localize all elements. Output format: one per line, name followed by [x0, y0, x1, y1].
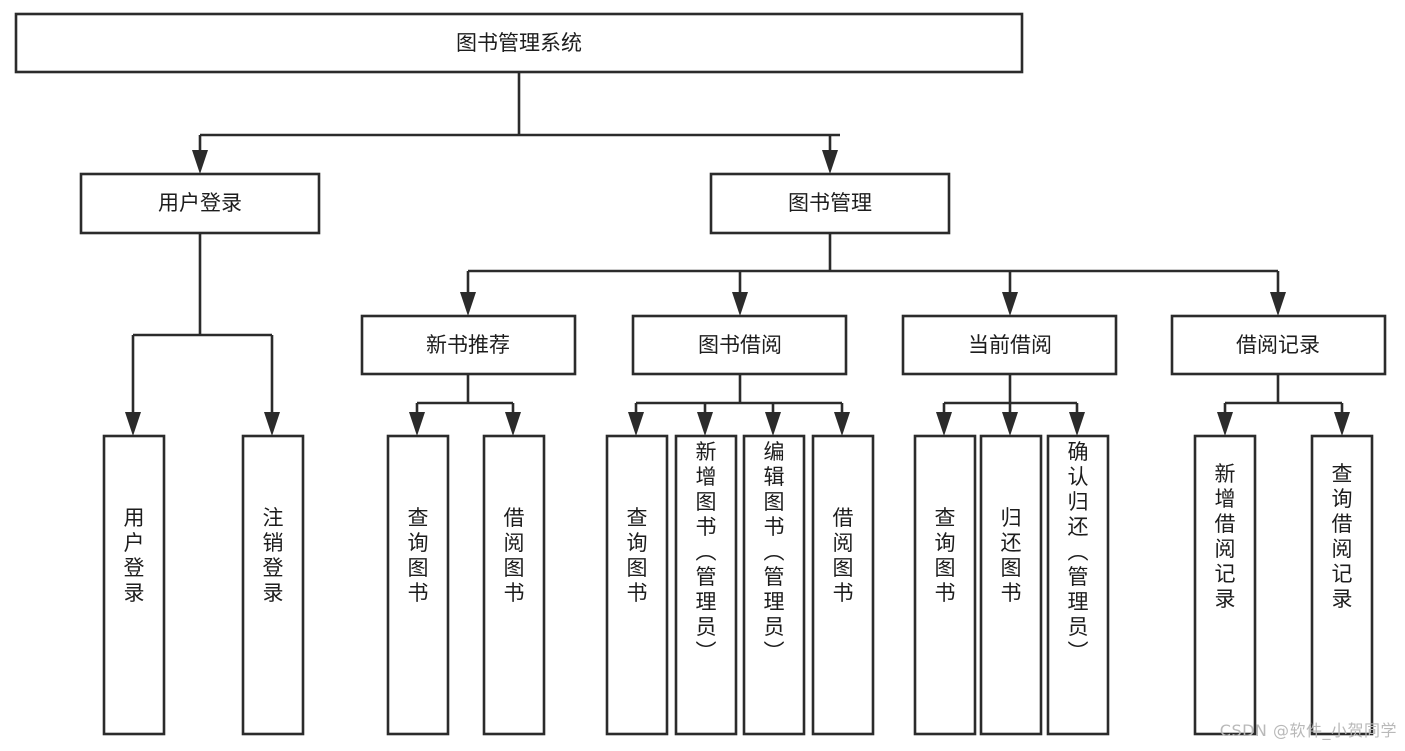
connector-user-login-to-leaves: [125, 233, 280, 436]
leaf-new-book-recommend-1-label: 借阅图书: [504, 506, 525, 605]
node-current-borrow-label: 当前借阅: [968, 333, 1052, 357]
leaf-user-login-1-label: 注销登录: [263, 506, 284, 605]
leaf-book-borrow-2-label: 编辑图书︵管理员︶: [764, 440, 785, 664]
node-current-borrow[interactable]: 当前借阅: [901, 314, 1118, 376]
leaf-book-borrow-1[interactable]: 新增图书︵管理员︶: [674, 434, 738, 736]
leaf-new-book-recommend-0[interactable]: 查询图书: [386, 434, 450, 736]
leaf-new-book-recommend-1[interactable]: 借阅图书: [482, 434, 546, 736]
leaf-current-borrow-1-label: 归还图书: [1001, 506, 1022, 605]
leaf-user-login-1[interactable]: 注销登录: [241, 434, 305, 736]
leaf-book-borrow-0-label: 查询图书: [627, 506, 648, 605]
connector-current-borrow-to-leaves: [936, 374, 1085, 436]
node-book-management-label: 图书管理: [788, 191, 872, 215]
connector-book-manage-to-level3: [460, 233, 1286, 316]
leaf-borrow-record-1-label: 查询借阅记录: [1332, 462, 1353, 611]
node-book-management[interactable]: 图书管理: [709, 172, 951, 235]
connector-new-book-to-leaves: [409, 374, 521, 436]
node-new-book-recommend-label: 新书推荐: [426, 333, 510, 357]
leaf-current-borrow-2-label: 确认归还︵管理员︶: [1068, 440, 1089, 664]
node-root-label: 图书管理系统: [456, 31, 582, 55]
connector-root-to-level2: [192, 72, 840, 174]
leaf-borrow-record-0[interactable]: 新增借阅记录: [1193, 434, 1257, 736]
leaf-current-borrow-2[interactable]: 确认归还︵管理员︶: [1046, 434, 1110, 736]
leaf-current-borrow-1[interactable]: 归还图书: [979, 434, 1043, 736]
node-user-login-label: 用户登录: [158, 191, 242, 215]
connector-book-borrow-to-leaves: [628, 374, 850, 436]
node-book-borrow[interactable]: 图书借阅: [631, 314, 848, 376]
node-borrow-record-label: 借阅记录: [1236, 333, 1320, 357]
node-new-book-recommend[interactable]: 新书推荐: [360, 314, 577, 376]
leaf-book-borrow-2[interactable]: 编辑图书︵管理员︶: [742, 434, 806, 736]
leaf-current-borrow-0[interactable]: 查询图书: [913, 434, 977, 736]
connector-borrow-record-to-leaves: [1217, 374, 1350, 436]
leaf-current-borrow-0-label: 查询图书: [935, 506, 956, 605]
node-borrow-record[interactable]: 借阅记录: [1170, 314, 1387, 376]
node-root-book-management-system[interactable]: 图书管理系统: [14, 12, 1024, 74]
leaf-book-borrow-3[interactable]: 借阅图书: [811, 434, 875, 736]
leaf-book-borrow-0[interactable]: 查询图书: [605, 434, 669, 736]
node-user-login[interactable]: 用户登录: [79, 172, 321, 235]
leaf-borrow-record-1[interactable]: 查询借阅记录: [1310, 434, 1374, 736]
leaf-borrow-record-0-label: 新增借阅记录: [1215, 462, 1236, 611]
node-book-borrow-label: 图书借阅: [698, 333, 782, 357]
leaf-book-borrow-3-label: 借阅图书: [833, 506, 854, 605]
leaf-book-borrow-1-label: 新增图书︵管理员︶: [696, 440, 717, 664]
leaf-user-login-0-label: 用户登录: [124, 506, 145, 605]
leaf-new-book-recommend-0-label: 查询图书: [408, 506, 429, 605]
leaf-user-login-0[interactable]: 用户登录: [102, 434, 166, 736]
csdn-watermark: CSDN @软件_小贺同学: [1219, 721, 1397, 740]
